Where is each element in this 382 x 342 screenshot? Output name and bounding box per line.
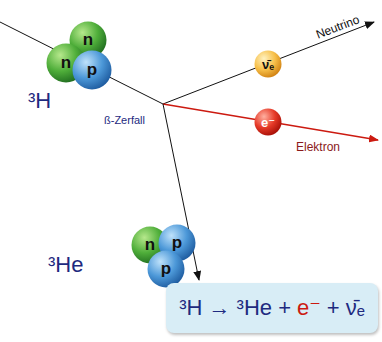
nucleus-label: ³He [48,252,83,278]
nucleus-label: ³H [28,88,51,114]
sphere-text-holder: e⁻ [254,108,282,136]
electron-track [163,104,378,140]
electron-sphere: e⁻ [254,108,282,136]
formula-box: ³H → ³He +e⁻+ ν̄ₑ [166,283,378,333]
neutrino-track [163,22,374,104]
particle-label: Elektron [296,140,340,154]
sphere-fill [255,51,282,78]
particle-symbol: p [172,233,182,253]
sphere-text-holder: p [72,50,112,90]
formula-text: ³H → ³He + [179,295,291,321]
particle-symbol: e⁻ [261,115,275,130]
particle-symbol: ν̄ₑ [262,57,274,72]
particle-symbol: n [83,30,93,50]
proton-sphere: p [72,50,112,90]
antineutrino-sphere: ν̄ₑ [254,50,282,78]
particle-symbol: n [145,235,155,255]
sphere-text-holder: ν̄ₑ [254,50,282,78]
formula-text: e⁻ [297,295,321,321]
particle-symbol: n [61,53,71,73]
particle-label: Neutrino [314,12,361,41]
formula-text: + ν̄ₑ [327,295,365,321]
sphere-fill [255,109,282,136]
sphere-fill [73,51,112,90]
particle-symbol: p [161,259,171,279]
process-label: ß-Zerfall [104,114,145,126]
particle-symbol: p [87,60,97,80]
sphere-fill [148,251,185,288]
incoming-track [0,22,163,104]
